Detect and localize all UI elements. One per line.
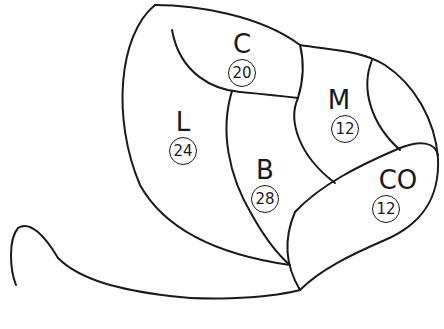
region-border [295, 143, 438, 212]
region-label: M12 [325, 87, 353, 143]
region-letter: CO [379, 167, 418, 193]
region-letter: M [328, 87, 350, 113]
callout-number: 12 [372, 195, 400, 223]
region-border [287, 212, 300, 290]
left-fin [122, 5, 290, 265]
outer-outline [58, 5, 438, 298]
region-border [226, 91, 290, 265]
callout-number: 12 [331, 115, 359, 143]
region-label: C20 [228, 31, 256, 87]
region-label: B28 [251, 157, 279, 213]
region-border [172, 30, 298, 98]
region-letter: C [233, 31, 251, 57]
callout-number: 24 [169, 137, 197, 165]
region-label: CO12 [379, 167, 418, 223]
callout-number: 28 [251, 185, 279, 213]
region-letter: B [256, 157, 274, 183]
callout-number: 20 [228, 59, 256, 87]
region-label: L24 [169, 109, 197, 165]
region-border [298, 45, 303, 98]
tail [11, 226, 58, 285]
region-letter: L [176, 109, 191, 135]
region-border [367, 60, 400, 150]
